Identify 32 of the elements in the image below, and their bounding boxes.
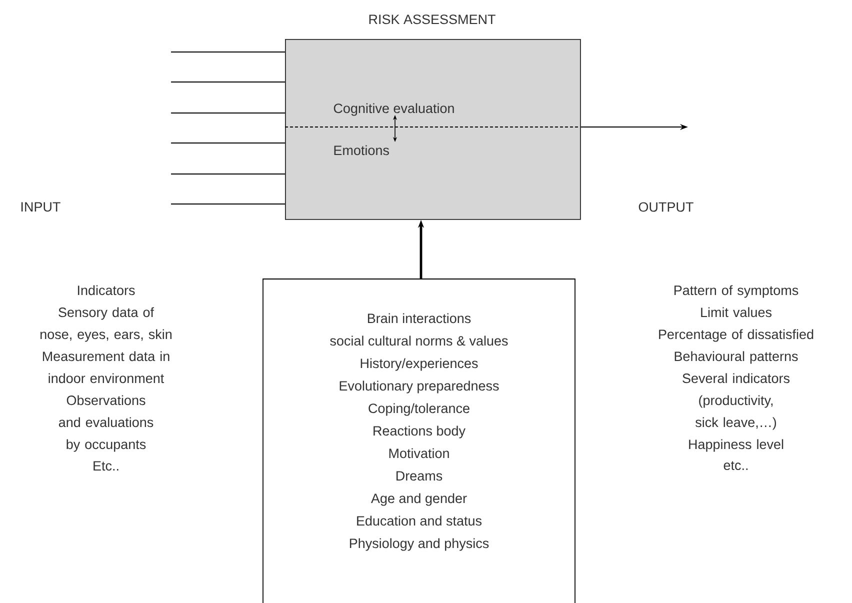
list-text: Percentage of dissatisfied (659, 329, 814, 342)
list-text: Sensory data of nose, eyes, ears, skin (40, 307, 172, 342)
list-text: Behavioural patterns (674, 351, 798, 364)
list-item: Coping/tolerance (368, 403, 470, 416)
list-item: Dreams (396, 471, 442, 481)
axis-label: INPUT (21, 202, 60, 212)
list-text: Pattern of symptoms (674, 285, 798, 298)
list-item: Motivation (389, 448, 449, 458)
list-text: Indicators (78, 285, 135, 296)
list-item: Evolutionary preparedness (340, 380, 499, 394)
factor-box (262, 278, 576, 603)
process-box (284, 14, 581, 220)
list-text: Several indicators (productivity, sick leave,…) (682, 373, 790, 430)
input-line (170, 142, 286, 144)
input-line (170, 112, 286, 114)
list-item: Age and gender (371, 493, 467, 506)
list-text: Measurement data in indoor environment (42, 351, 170, 384)
list-item: Brain interactions (368, 313, 471, 324)
axis-label: OUTPUT (638, 202, 694, 212)
box-text: Cognitive evaluation (334, 103, 454, 116)
list-item: social cultural norms & values (330, 336, 508, 346)
list-text: etc.. (724, 461, 748, 470)
list-text: Happiness level (689, 439, 784, 452)
list-item: History/experiences (360, 358, 478, 371)
list-item: Education and status (357, 516, 482, 526)
list-item: Physiology and physics (350, 538, 489, 551)
list-text: Etc.. (94, 461, 118, 471)
list-item: Reactions body (374, 426, 466, 438)
list-text: Limit values (701, 307, 772, 318)
list-text: Observations and evaluations by occupants (58, 395, 154, 452)
box-text: Emotions (334, 145, 389, 156)
box-title: RISK ASSESSMENT (369, 14, 496, 24)
